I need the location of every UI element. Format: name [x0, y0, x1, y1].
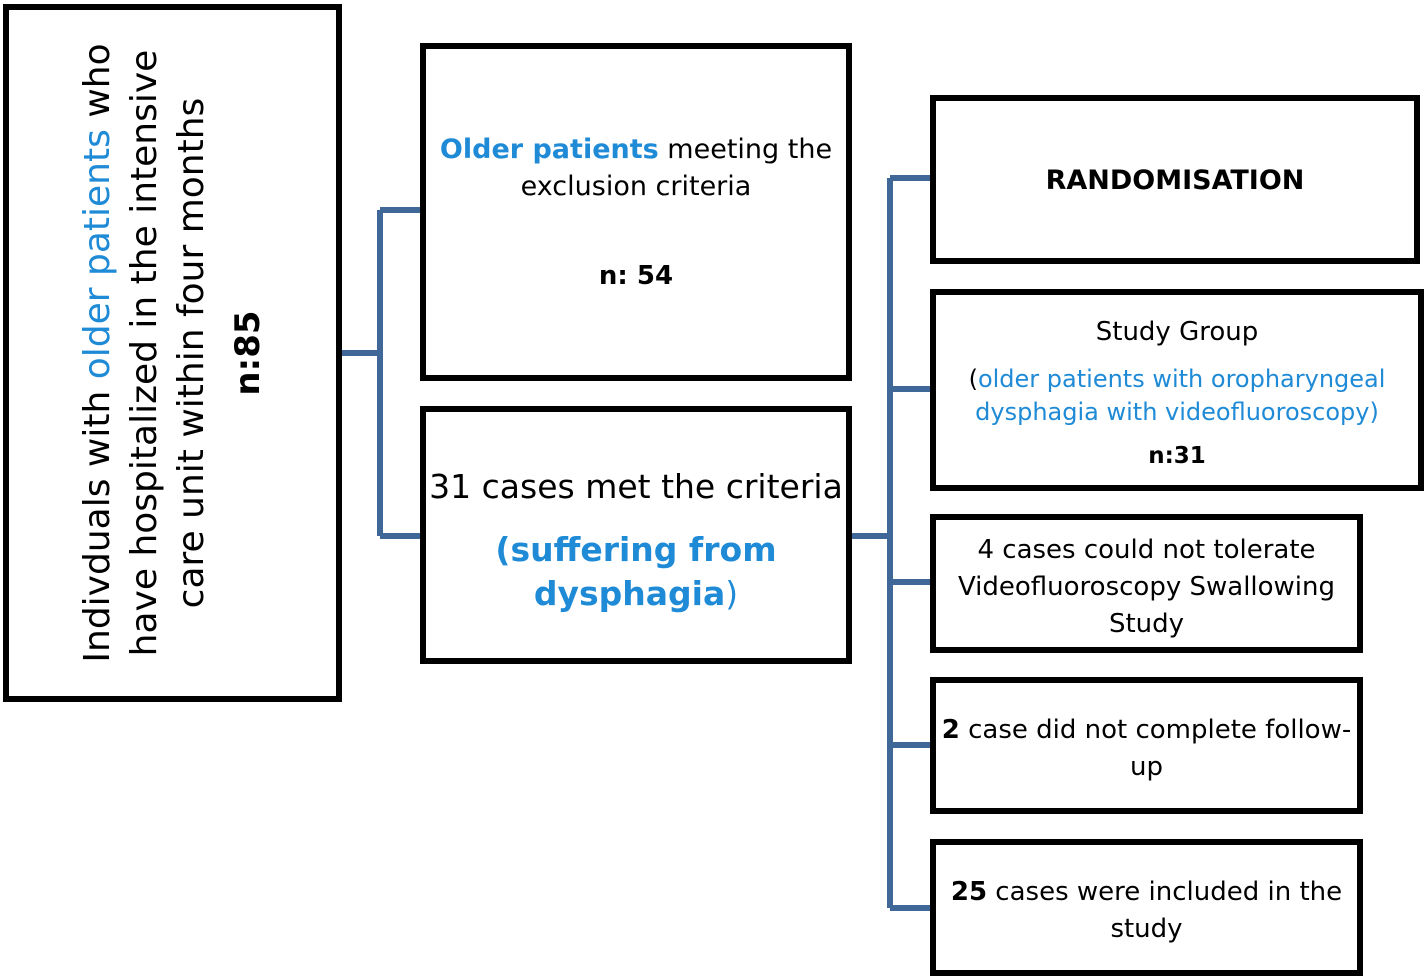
- exclusion-count: n: 54: [598, 261, 674, 291]
- included-cases-text: 25 cases were included in the study: [936, 874, 1357, 948]
- criteria-met-subtext: (suffering from dysphagia): [426, 528, 846, 616]
- study-open-paren: (: [968, 365, 978, 393]
- criteria-met-text: 31 cases met the criteria: [429, 467, 843, 506]
- could-not-tolerate-text: 4 cases could not tolerate Videofluorosc…: [957, 535, 1336, 639]
- study-group-count: n:31: [1148, 443, 1206, 469]
- criteria-met-box: 31 cases met the criteria (suffering fro…: [420, 406, 852, 664]
- criteria-highlight: suffering from dysphagia: [510, 530, 777, 613]
- study-group-title: Study Group: [1095, 317, 1259, 347]
- could-not-tolerate-box: 4 cases could not tolerate Videofluorosc…: [930, 514, 1363, 653]
- criteria-open-paren: (: [495, 530, 511, 569]
- exclusion-description: meeting the exclusion criteria: [520, 134, 833, 202]
- exclusion-text: Older patients meeting the exclusion cri…: [426, 131, 846, 205]
- exclusion-box: Older patients meeting the exclusion cri…: [420, 43, 852, 381]
- desc-part-a: Indivduals with: [76, 379, 118, 663]
- followup-count: 2: [941, 715, 960, 745]
- desc-highlight: older patients: [76, 129, 118, 380]
- study-group-box: Study Group (older patients with orophar…: [930, 289, 1424, 491]
- initial-population-description: Indivduals with older patients who have …: [74, 28, 215, 678]
- not-completed-followup-text: 2 case did not complete follow-up: [936, 712, 1357, 786]
- not-completed-followup-box: 2 case did not complete follow-up: [930, 677, 1363, 814]
- study-group-highlight: older patients with oropharyngeal dyspha…: [975, 365, 1386, 426]
- exclusion-highlight: Older patients: [439, 134, 659, 165]
- initial-population-box: Indivduals with older patients who have …: [3, 4, 342, 702]
- criteria-close-paren: ): [725, 574, 739, 613]
- included-description: cases were included in the study: [987, 877, 1343, 944]
- initial-population-count: n:85: [227, 310, 268, 396]
- included-count: 25: [950, 877, 988, 907]
- followup-description: case did not complete follow-up: [959, 715, 1352, 782]
- randomisation-label: RANDOMISATION: [1045, 165, 1305, 196]
- study-group-description: (older patients with oropharyngeal dysph…: [936, 363, 1418, 429]
- initial-population-text: Indivduals with older patients who have …: [74, 28, 272, 678]
- included-cases-box: 25 cases were included in the study: [930, 839, 1363, 976]
- randomisation-box: RANDOMISATION: [930, 95, 1420, 264]
